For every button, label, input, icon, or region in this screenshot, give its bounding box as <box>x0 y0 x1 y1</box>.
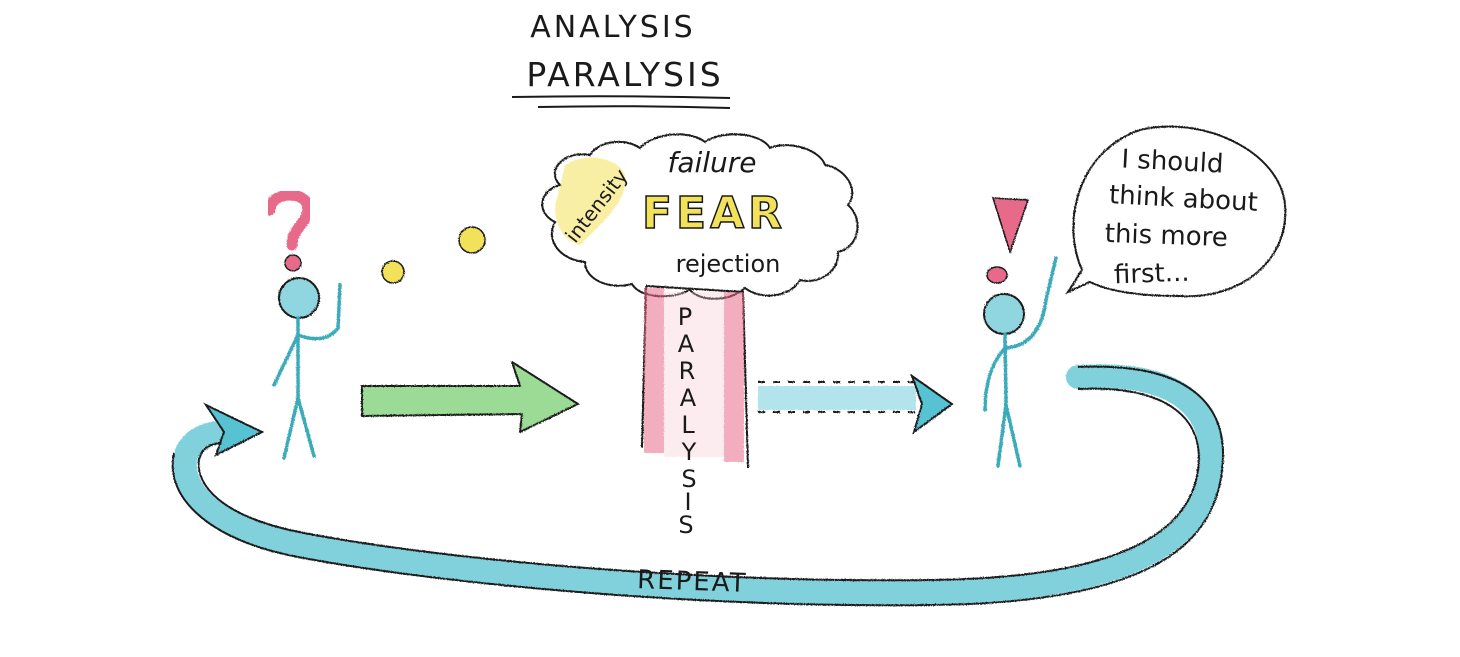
fear-cloud <box>541 133 859 300</box>
cloud-word-fear: FEAR <box>642 188 786 239</box>
left-figure-head <box>278 277 320 319</box>
pillar-letter-2: A <box>678 330 695 358</box>
speech-line-3: this more <box>1104 219 1228 253</box>
speech-line-4: first... <box>1113 258 1190 291</box>
right-figure-head <box>983 293 1025 335</box>
thought-puff-small <box>381 260 405 284</box>
repeat-label: REPEAT <box>637 565 748 599</box>
question-mark-icon <box>264 189 314 272</box>
pillar-letter-3: R <box>679 357 696 385</box>
cloud-word-rejection: rejection <box>676 250 781 278</box>
repeat-loop-arrow <box>171 364 1224 607</box>
green-arrow-icon <box>361 361 579 433</box>
pillar-letter-1: P <box>678 303 692 331</box>
left-stick-figure <box>272 277 342 460</box>
title-underline-2 <box>537 105 731 109</box>
dashed-teal-arrow-icon <box>758 373 954 435</box>
right-stick-figure <box>983 256 1058 468</box>
pillar-letter-9: S <box>678 511 693 539</box>
speech-bubble <box>1065 125 1287 298</box>
title-underline-1 <box>511 95 731 99</box>
thought-puff-large <box>458 226 486 254</box>
title-line-2: PARALYSIS <box>526 55 723 94</box>
title-line-1: ANALYSIS <box>530 10 695 45</box>
paralysis-pillar <box>641 285 749 469</box>
exclamation-mark-icon <box>986 197 1030 284</box>
pillar-letter-5: L <box>681 411 695 439</box>
pillar-letter-8: I <box>684 488 691 516</box>
speech-line-1: I should <box>1121 144 1225 179</box>
pillar-text: P A R A L Y S I S <box>678 303 697 539</box>
pillar-letter-4: A <box>680 384 697 412</box>
pillar-letter-7: S <box>681 465 696 493</box>
pillar-letter-6: Y <box>681 438 697 466</box>
cloud-word-failure: failure <box>667 146 756 179</box>
title: ANALYSIS PARALYSIS <box>511 10 731 109</box>
